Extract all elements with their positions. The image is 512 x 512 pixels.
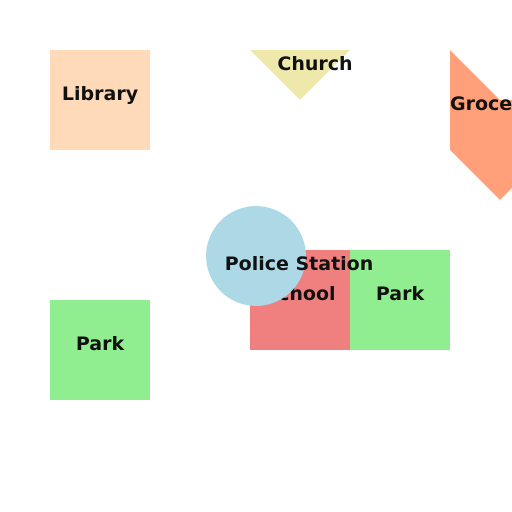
police-station-marker[interactable]: Police Station bbox=[206, 206, 373, 306]
church-marker[interactable]: Church bbox=[250, 50, 353, 100]
park-east-label: Park bbox=[376, 283, 425, 305]
grocery-shape bbox=[450, 50, 512, 200]
park-west-shape bbox=[50, 300, 150, 400]
library-label: Library bbox=[62, 83, 139, 105]
park-west-label: Park bbox=[76, 333, 125, 355]
grocery-marker[interactable]: Groce bbox=[450, 50, 512, 200]
park-east-shape bbox=[350, 250, 450, 350]
park-east-marker[interactable]: Park bbox=[350, 250, 450, 350]
library-shape bbox=[50, 50, 150, 150]
police-station-shape bbox=[206, 206, 306, 306]
church-shape bbox=[250, 50, 350, 100]
police-station-label: Police Station bbox=[225, 253, 374, 275]
church-label: Church bbox=[277, 53, 352, 75]
park-west-marker[interactable]: Park bbox=[50, 300, 150, 400]
library-marker[interactable]: Library bbox=[50, 50, 150, 150]
grocery-label: Groce bbox=[450, 93, 512, 115]
